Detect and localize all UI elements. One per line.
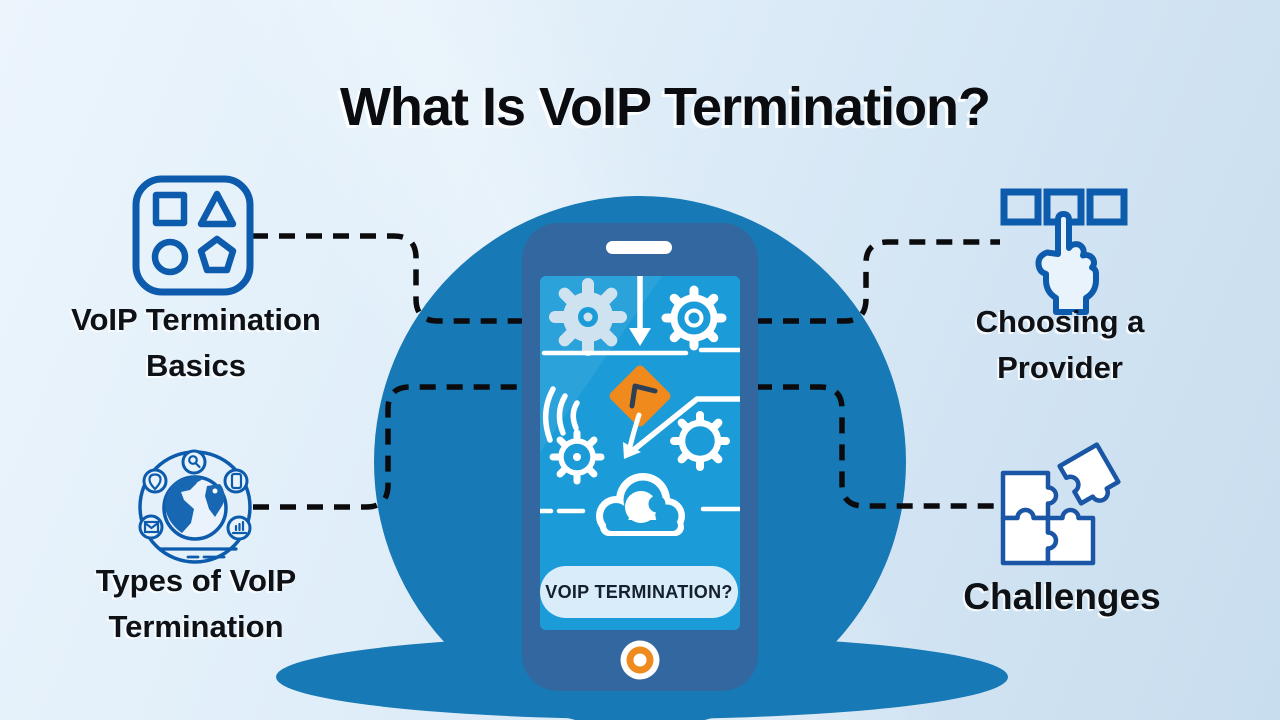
gear-icon xyxy=(670,411,730,471)
flow-arrow-icon xyxy=(623,396,740,459)
location-pin-icon xyxy=(148,473,162,491)
phone-screen-question-pill: VOIP TERMINATION? xyxy=(540,566,738,618)
gear-icon xyxy=(549,429,605,485)
gear-icon xyxy=(549,278,627,356)
section-label-provider: Choosing a Provider xyxy=(975,304,1145,385)
section-label-types: Types of VoIP Termination xyxy=(95,563,297,644)
connector-challenges xyxy=(756,384,1001,509)
phone-illustration xyxy=(522,223,758,691)
section-label-basics: VoIP Termination Basics xyxy=(71,302,321,383)
down-arrow-icon xyxy=(629,276,651,346)
gear-icon xyxy=(661,285,727,351)
screen-side-lines xyxy=(540,506,740,514)
speaker-bar xyxy=(606,241,672,254)
envelope-icon xyxy=(143,520,160,534)
home-button xyxy=(620,640,660,680)
mobile-icon xyxy=(230,472,243,490)
road-sign-diamond-icon xyxy=(609,365,671,427)
select-hand-icon xyxy=(1000,188,1128,315)
globe-network-icon xyxy=(138,449,252,564)
section-label-challenges: Challenges xyxy=(963,576,1161,617)
phone-screen xyxy=(540,276,740,630)
pointing-hand-icon xyxy=(1035,211,1099,315)
cloud-icon xyxy=(596,473,685,536)
search-icon xyxy=(188,455,198,465)
screen-divider-lines xyxy=(541,347,740,356)
chart-icon xyxy=(231,520,248,535)
shapes-icon xyxy=(132,175,254,296)
puzzle-icon xyxy=(1000,442,1121,566)
page-title: What Is VoIP Termination? xyxy=(339,77,991,138)
connector-provider xyxy=(756,239,1000,324)
sound-waves-icon xyxy=(542,386,580,443)
connector-basics xyxy=(252,233,524,324)
connector-types xyxy=(253,384,524,510)
